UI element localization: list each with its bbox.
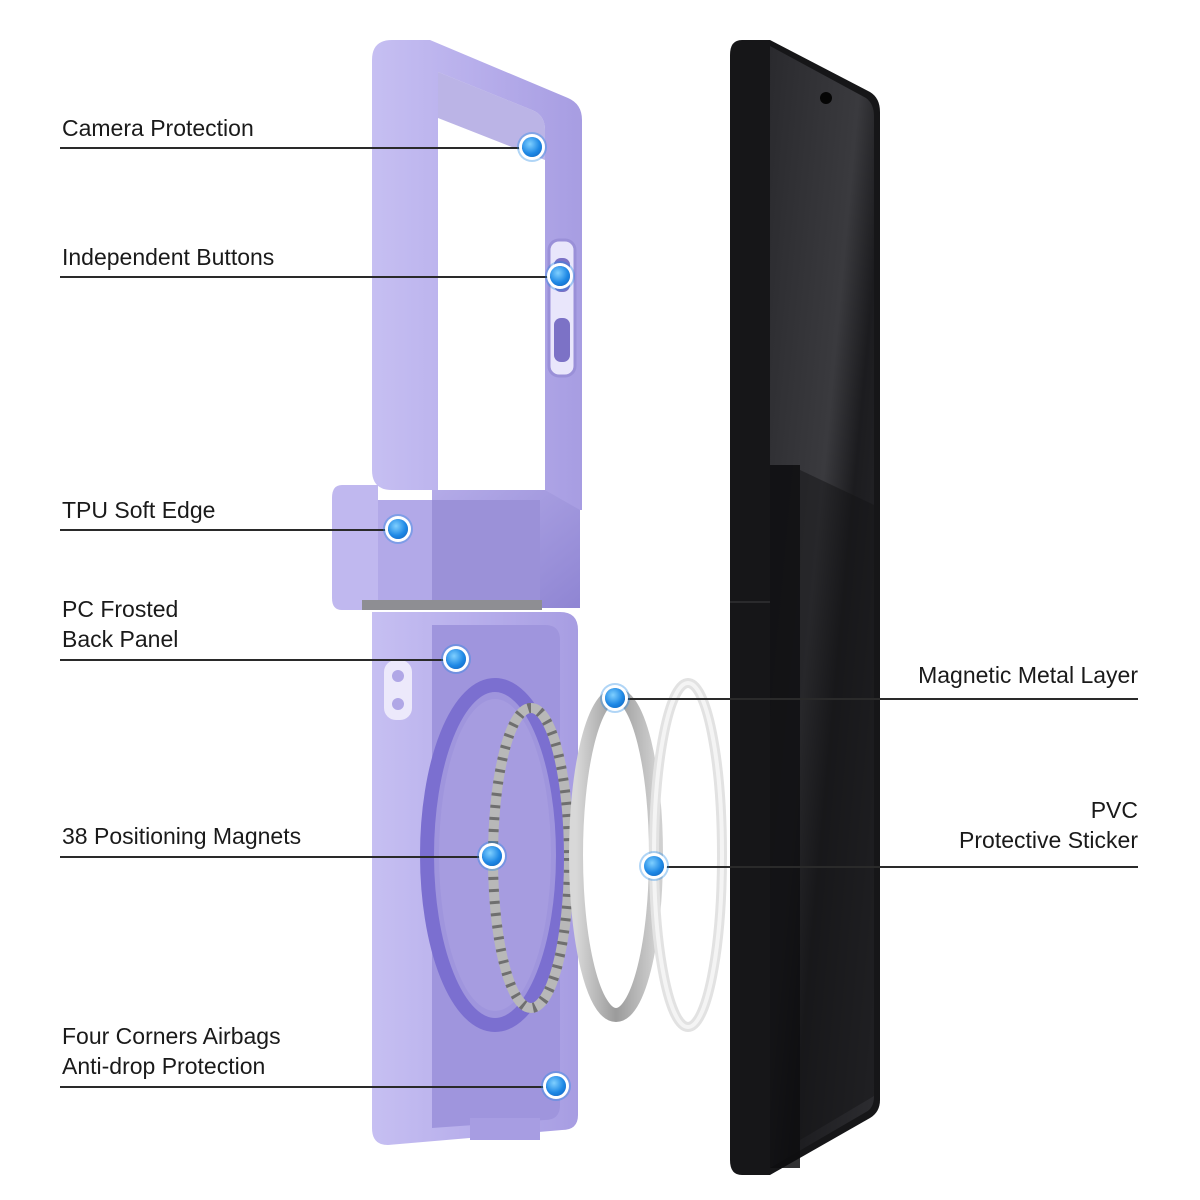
independent-buttons-label: Independent Buttons <box>62 244 275 270</box>
lower-case-body <box>372 612 578 1145</box>
airbags-dot <box>546 1076 566 1096</box>
camera-protection-dot <box>522 137 542 157</box>
positioning-magnets-leader <box>60 856 492 858</box>
metal-layer-ring <box>569 688 663 1022</box>
phone <box>730 40 880 1175</box>
magnetic-metal-layer-leader <box>616 698 1138 700</box>
pc-back-panel-line2: Back Panel <box>62 626 179 652</box>
camera-protection-leader <box>60 147 532 149</box>
pvc-sticker-ring <box>649 678 727 1032</box>
tpu-soft-edge-label: TPU Soft Edge <box>62 497 216 523</box>
airbags-line1: Four Corners Airbags <box>62 1023 281 1049</box>
tpu-soft-edge-leader <box>60 529 398 531</box>
pc-back-panel-leader <box>60 659 456 661</box>
airbags-line2: Anti-drop Protection <box>62 1053 266 1079</box>
upper-case-frame <box>332 40 582 610</box>
pc-back-panel-label: PC Frosted Back Panel <box>62 594 178 654</box>
pvc-line2: Protective Sticker <box>959 827 1138 853</box>
independent-buttons-dot <box>550 266 570 286</box>
pc-back-panel-dot <box>446 649 466 669</box>
airbags-leader <box>60 1086 556 1088</box>
independent-buttons-leader <box>60 276 560 278</box>
magnetic-metal-layer-label: Magnetic Metal Layer <box>918 662 1138 688</box>
positioning-magnets-label: 38 Positioning Magnets <box>62 823 302 849</box>
pvc-line1: PVC <box>1090 797 1138 823</box>
positioning-magnets-dot <box>482 846 502 866</box>
pvc-sticker-label: PVC Protective Sticker <box>959 795 1138 855</box>
airbags-label: Four Corners Airbags Anti-drop Protectio… <box>62 1021 281 1081</box>
magnetic-metal-layer-dot <box>605 688 625 708</box>
pvc-sticker-leader <box>654 866 1138 868</box>
tpu-soft-edge-dot <box>388 519 408 539</box>
pc-back-panel-line1: PC Frosted <box>62 596 179 622</box>
pvc-sticker-dot <box>644 856 664 876</box>
camera-protection-label: Camera Protection <box>62 115 254 141</box>
